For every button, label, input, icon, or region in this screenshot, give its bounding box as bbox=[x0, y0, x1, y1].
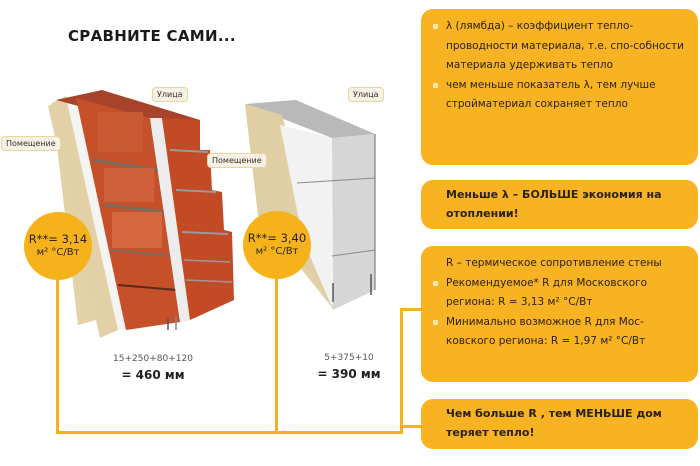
gas-block-wall-image bbox=[245, 100, 376, 310]
gas-block-outside-label: Улица bbox=[348, 87, 384, 102]
brick-thickness-formula: 15+250+80+120 bbox=[113, 354, 193, 364]
r-info-card: R – термическое сопротивление стены Реко… bbox=[421, 246, 698, 382]
lambda-conclusion-text: Меньше λ – БОЛЬШЕ экономия на отоплении! bbox=[446, 188, 662, 220]
r-recommended: Рекомендуемое* R для Московского региона… bbox=[431, 274, 688, 313]
lambda-conclusion-card: Меньше λ – БОЛЬШЕ экономия на отоплении! bbox=[421, 180, 698, 229]
lambda-info-card: λ (лямбда) – коэффициент тепло-проводнос… bbox=[421, 9, 698, 165]
connector-line bbox=[400, 425, 422, 428]
gas-block-thickness-formula: 5+375+10 bbox=[324, 353, 374, 363]
gas-block-r-value-badge: R**= 3,40 м² °C/Вт bbox=[243, 211, 311, 279]
r-minimum: Минимально возможное R для Мос-ковского … bbox=[431, 313, 688, 352]
connector-line bbox=[275, 278, 278, 434]
gas-block-thickness-total: = 390 мм bbox=[317, 367, 381, 381]
brick-outside-label: Улица bbox=[152, 87, 188, 102]
r-conclusion-card: Чем больше R , тем МЕНЬШЕ дом теряет теп… bbox=[421, 399, 698, 449]
gas-block-r-unit: м² °C/Вт bbox=[255, 246, 299, 257]
brick-r-value-badge: R**= 3,14 м² °C/Вт bbox=[24, 212, 92, 280]
brick-thickness: 15+250+80+120 = 460 мм bbox=[83, 354, 223, 382]
gas-block-inside-label: Помещение bbox=[207, 153, 267, 168]
brick-wall-image bbox=[48, 90, 234, 338]
page-title: СРАВНИТЕ САМИ... bbox=[68, 27, 236, 45]
brick-inside-label: Помещение bbox=[1, 136, 61, 151]
brick-r-value: R**= 3,14 bbox=[28, 232, 88, 246]
r-definition: R – термическое сопротивление стены bbox=[446, 257, 662, 269]
connector-line bbox=[56, 278, 59, 434]
brick-thickness-total: = 460 мм bbox=[121, 368, 185, 382]
lambda-definition: λ (лямбда) – коэффициент тепло-проводнос… bbox=[431, 17, 688, 76]
connector-line bbox=[400, 308, 403, 434]
r-conclusion-text: Чем больше R , тем МЕНЬШЕ дом теряет теп… bbox=[446, 407, 662, 439]
gas-block-r-value: R**= 3,40 bbox=[247, 231, 307, 245]
connector-line bbox=[400, 308, 422, 311]
connector-line bbox=[56, 431, 403, 434]
brick-r-unit: м² °C/Вт bbox=[36, 247, 80, 258]
lambda-rule: чем меньше показатель λ, тем лучше строй… bbox=[431, 76, 688, 115]
gas-block-thickness: 5+375+10 = 390 мм bbox=[279, 353, 419, 381]
